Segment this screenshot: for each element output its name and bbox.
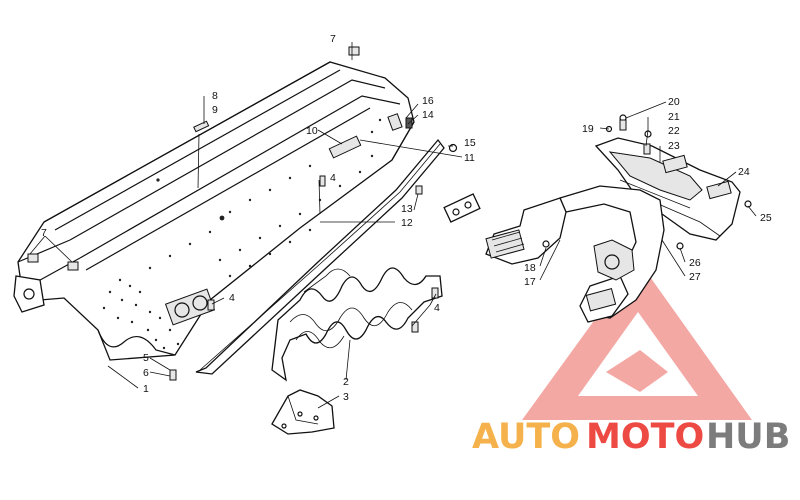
rear-flap-assembly-part	[485, 114, 752, 323]
callout-5: 5	[143, 352, 149, 364]
callout-labels: 1 2 3 4 4 4 5 6 7 7 8 9 10 11 12 13 14 1…	[41, 33, 772, 403]
callout-19: 19	[582, 123, 594, 135]
callout-26: 26	[689, 257, 701, 269]
callout-1: 1	[143, 383, 149, 395]
callout-2: 2	[343, 376, 349, 388]
callout-23: 23	[668, 140, 680, 152]
callout-6: 6	[143, 367, 149, 379]
watermark-moto: MOTO	[586, 417, 704, 457]
callout-11: 11	[464, 152, 475, 164]
callout-4-right: 4	[434, 302, 440, 314]
small-hardware-parts	[27, 46, 481, 381]
callout-22: 22	[668, 125, 680, 137]
callout-21: 21	[668, 111, 680, 123]
callout-4-top: 4	[330, 172, 336, 184]
callout-4-middle: 4	[229, 292, 235, 304]
callout-13: 13	[401, 203, 413, 215]
watermark-auto: AUTO	[472, 417, 580, 457]
callout-15: 15	[464, 137, 476, 149]
slide-rail-part	[195, 138, 445, 375]
callout-3: 3	[343, 391, 349, 403]
callout-24: 24	[738, 166, 750, 178]
watermark-hub: HUB	[706, 417, 790, 457]
leader-lines	[29, 42, 757, 409]
callout-14: 14	[422, 109, 434, 121]
watermark-logo-icon	[522, 260, 752, 420]
callout-18: 18	[524, 262, 536, 274]
callout-16: 16	[422, 95, 434, 107]
callout-27: 27	[689, 271, 701, 283]
callout-25: 25	[760, 212, 772, 224]
callout-7-top: 7	[330, 33, 336, 45]
callout-8: 8	[212, 90, 218, 102]
tunnel-part	[13, 61, 415, 361]
watermark-text: AUTO MOTO HUB	[472, 417, 790, 457]
callout-20: 20	[668, 96, 680, 108]
bracket-part	[271, 389, 335, 435]
callout-10: 10	[306, 125, 318, 137]
callout-9: 9	[212, 104, 218, 116]
callout-17: 17	[524, 276, 536, 288]
callout-7-left: 7	[41, 227, 47, 239]
callout-12: 12	[401, 217, 413, 229]
heat-exchanger-plate-part	[271, 267, 443, 382]
